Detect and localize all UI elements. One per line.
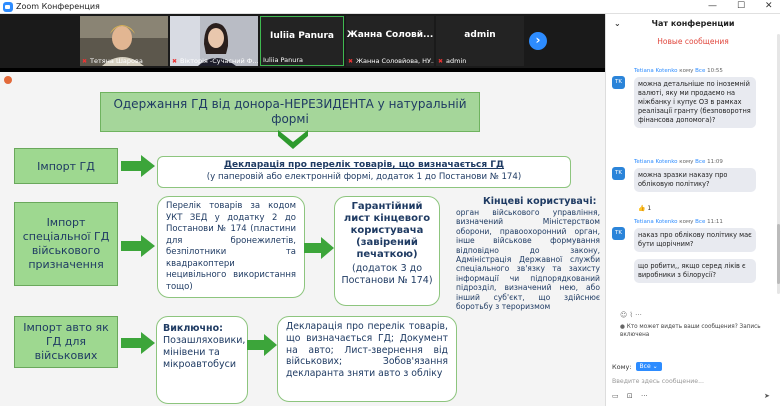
next-page-arrow-icon[interactable]: › (529, 32, 547, 50)
recording-indicator-icon (4, 76, 12, 84)
send-icon[interactable]: ➤ (764, 392, 770, 400)
more-icon[interactable]: ··· (640, 392, 648, 400)
participant-name: Жанна Соловйова, НУ... (356, 57, 434, 65)
participant-big-name: Iuliia Panura (270, 31, 334, 41)
import-military-label: Імпорт спеціальної ГД військового призна… (14, 202, 118, 286)
right-arrow-icon (121, 235, 155, 257)
right-arrow-icon (304, 237, 334, 259)
message-text: що робити,, якщо серед ліків є виробники… (634, 259, 756, 283)
participant-tile-active[interactable]: Iuliia Panura Iuliia Panura (260, 16, 344, 66)
message-meta: Tetiana Kotenko кому Все 11:09 (634, 159, 723, 165)
participant-tile[interactable]: admin ✖ admin (436, 16, 524, 66)
participant-name: Iuliia Panura (263, 56, 304, 64)
who-can-see-text: Кто может видеть ваши сообщения? Запись … (620, 324, 761, 338)
guarantee-letter-box: Гарантійний лист кінцевого користувача (… (334, 196, 440, 306)
exclusively-box: Виключно: Позашляховики, мінівени та мік… (156, 316, 248, 404)
participant-tile[interactable]: Жанна Соловй... ✖ Жанна Соловйова, НУ... (346, 16, 434, 66)
muted-mic-icon: ✖ (82, 58, 88, 65)
sender-name[interactable]: Tetiana Kotenko (634, 68, 678, 74)
who-can-see-notice[interactable]: ● Кто может видеть ваши сообщения? Запис… (620, 323, 778, 339)
participant-video (80, 16, 168, 66)
chat-header: ⌄ Чат конференции (606, 14, 780, 34)
guarantee-subtitle: (додаток 3 до Постанови № 174) (341, 263, 433, 286)
guarantee-title: Гарантійний лист кінцевого користувача (… (343, 201, 431, 260)
screenshot-icon[interactable]: ⊡ (626, 392, 633, 400)
maximize-button[interactable]: ☐ (737, 1, 746, 11)
chat-panel: ⌄ Чат конференции Новые сообщения TK Tet… (605, 14, 780, 406)
end-users-text: орган військового управління, визначений… (456, 208, 600, 312)
right-arrow-icon (247, 334, 277, 356)
recipient: Все (695, 159, 706, 165)
message-meta: Tetiana Kotenko кому Все 10:55 (634, 68, 723, 74)
participant-name: Тетяна Шарова (90, 57, 143, 65)
participant-tile[interactable]: ✖ Тетяна Шарова (80, 16, 168, 66)
message-time: 11:11 (707, 219, 723, 225)
shared-slide: Одержання ГД від донора-НЕРЕЗИДЕНТА у на… (0, 72, 605, 406)
right-arrow-icon (121, 155, 155, 177)
import-gd-label: Імпорт ГД (14, 148, 118, 184)
to-label: кому (679, 219, 694, 225)
minimize-button[interactable]: — (708, 1, 717, 11)
window-title: Zoom Конференция (16, 2, 100, 11)
participant-name: admin (446, 57, 467, 65)
chat-title: Чат конференции (651, 19, 735, 28)
avatar: TK (612, 167, 625, 180)
to-label: Кому: (612, 362, 632, 371)
message-text: наказ про облікову політику має бути щор… (634, 228, 756, 252)
muted-mic-icon: ✖ (438, 58, 444, 65)
recipient: Все (695, 68, 706, 74)
chat-scrollbar[interactable] (777, 34, 780, 294)
file-icon[interactable]: ▭ (612, 392, 619, 400)
recipient: Все (695, 219, 706, 225)
right-arrow-icon (121, 332, 155, 354)
message-time: 11:09 (707, 159, 723, 165)
end-users-title: Кінцеві користувачі: (483, 196, 597, 207)
message-time: 10:55 (707, 68, 723, 74)
to-label: кому (679, 159, 694, 165)
message-text: можна зразки наказу про обліковую політи… (634, 168, 756, 192)
participant-big-name: Жанна Соловй... (346, 30, 434, 40)
exclusively-text: Позашляховики, мінівени та мікроавтобуси (163, 335, 246, 370)
message-meta: Tetiana Kotenko кому Все 11:11 (634, 219, 723, 225)
new-messages-divider: Новые сообщения (657, 37, 729, 46)
muted-mic-icon: ✖ (348, 58, 354, 65)
recipient-select[interactable]: Все ⌄ (635, 362, 662, 371)
muted-mic-icon: ✖ (172, 58, 178, 65)
sender-name[interactable]: Tetiana Kotenko (634, 159, 678, 165)
participant-name: Вікторія -Сучасний Ф... (180, 57, 258, 65)
chat-toolbar: ▭ ⊡ ··· ➤ (612, 392, 770, 400)
close-button[interactable]: ✕ (765, 1, 773, 11)
declaration-title: Декларація про перелік товарів, що визна… (223, 160, 505, 170)
participant-video (170, 16, 258, 66)
participant-big-name: admin (464, 30, 496, 40)
exclusively-title: Виключно: (163, 323, 223, 334)
message-text: можна детальніше по іноземній валюті, як… (634, 77, 756, 128)
avatar: TK (612, 76, 625, 89)
video-area: ✖ Тетяна Шарова ✖ Вікторія -Сучасний Ф..… (0, 14, 605, 406)
title-bar: Zoom Конференция — ☐ ✕ (0, 0, 780, 14)
auto-docs-box: Декларація про перелік товарів, що визна… (277, 316, 457, 402)
participant-tile[interactable]: ✖ Вікторія -Сучасний Ф... (170, 16, 258, 66)
sender-name[interactable]: Tetiana Kotenko (634, 219, 678, 225)
down-arrow-icon (278, 130, 308, 149)
import-auto-label: Імпорт авто як ГД для військових (14, 316, 118, 368)
lock-icon: ● (620, 324, 625, 330)
declaration-subtitle: (у паперовій або електронній формі, дода… (206, 172, 522, 182)
chevron-down-icon[interactable]: ⌄ (614, 19, 621, 28)
goods-list-box: Перелік товарів за кодом УКТ ЗЕД у додат… (157, 196, 305, 298)
declaration-box: Декларація про перелік товарів, що визна… (157, 156, 571, 188)
recipient-value: Все (639, 363, 651, 370)
participant-strip: ✖ Тетяна Шарова ✖ Вікторія -Сучасний Ф..… (0, 14, 605, 68)
avatar: TK (612, 227, 625, 240)
slide-title: Одержання ГД від донора-НЕРЕЗИДЕНТА у на… (100, 92, 480, 132)
zoom-logo-icon (3, 1, 13, 12)
chat-input[interactable]: Введите здесь сообщение... (612, 378, 704, 385)
chat-reaction-icons[interactable]: ☺ ⌇ ··· (620, 311, 642, 319)
recipient-row: Кому: Все ⌄ (612, 362, 662, 371)
to-label: кому (679, 68, 694, 74)
thumbs-up-reaction[interactable]: 👍 1 (638, 205, 652, 212)
